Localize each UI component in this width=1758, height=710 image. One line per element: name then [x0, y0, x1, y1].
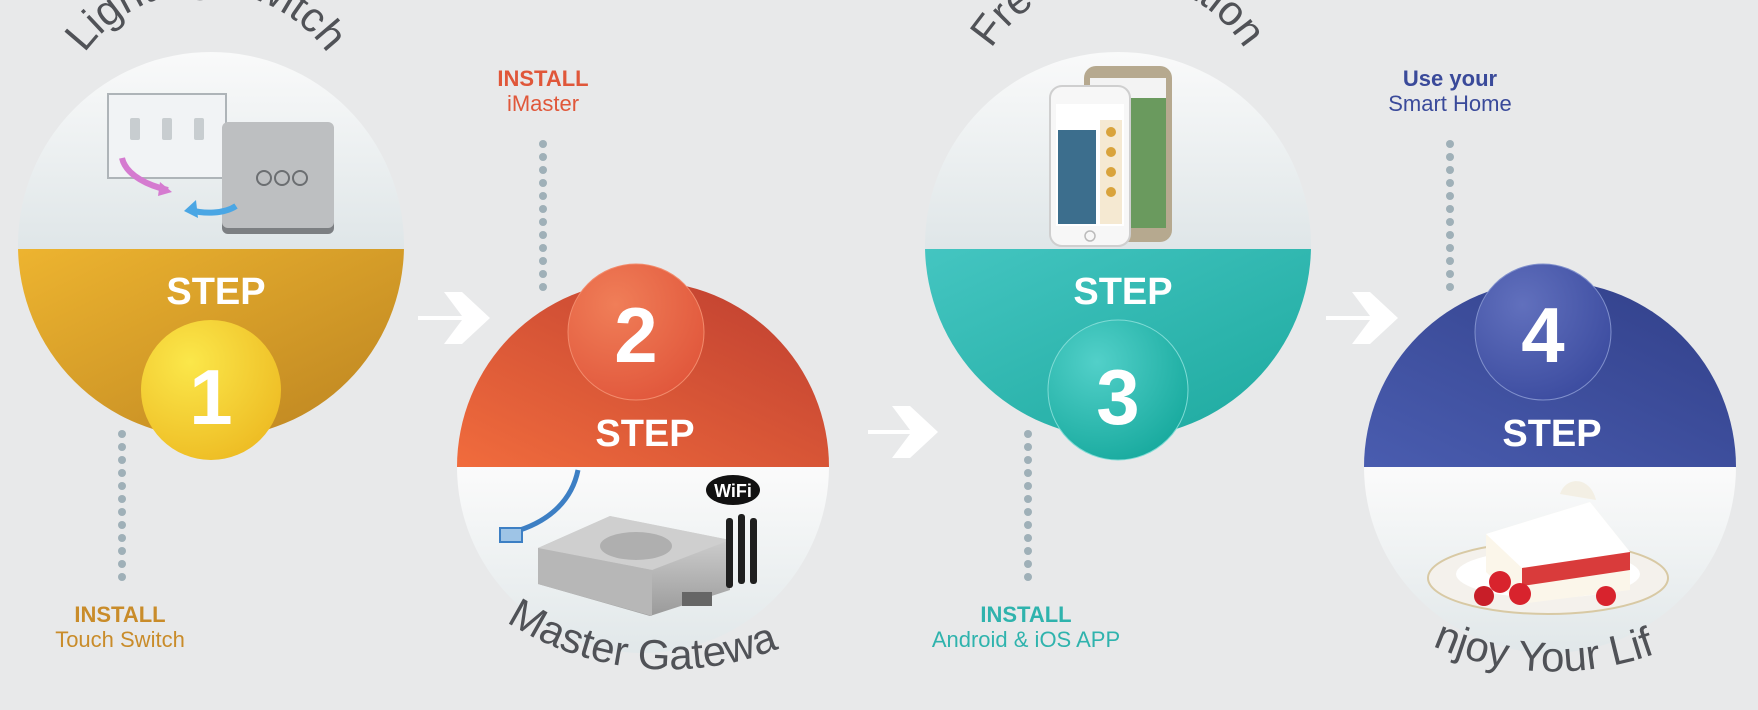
wifi-badge: WiFi — [706, 475, 760, 505]
step-3-caption-text: Android & iOS APP — [932, 627, 1120, 652]
step-4-caption-title: Use your — [1403, 66, 1498, 91]
step-1-number-badge — [141, 320, 281, 460]
arrow-right-icon — [868, 406, 938, 458]
cake-slice-icon — [1427, 481, 1669, 615]
step-1: STEP 1 Lighting Switch INSTALL Touch Swi… — [18, 0, 404, 652]
gateway-router-icon — [499, 469, 757, 616]
step-3: STEP 3 Free Application INSTALL Android … — [925, 0, 1311, 652]
step-4-caption-text: Smart Home — [1388, 91, 1511, 116]
step-4-number: 4 — [1521, 291, 1564, 379]
step-3-connector-dots — [1024, 430, 1032, 581]
smartphone-app-icon — [1049, 66, 1172, 247]
step-3-arc-label: Free Application — [961, 0, 1276, 54]
wifi-badge-text: WiFi — [714, 481, 752, 501]
step-2-connector-dots — [539, 140, 547, 291]
step-3-number-badge — [1047, 319, 1189, 461]
step-1-arc-label: Lighting Switch — [55, 0, 356, 59]
step-3-number: 3 — [1096, 353, 1139, 441]
light-switch-panel-icon — [107, 93, 334, 234]
step-2-word: STEP — [595, 413, 694, 455]
step-2-caption-text: iMaster — [507, 91, 579, 116]
step-1-caption-text: Touch Switch — [55, 627, 185, 652]
step-4-number-badge — [1474, 263, 1612, 401]
step-3-word: STEP — [1073, 271, 1172, 313]
step-2-caption-title: INSTALL — [497, 66, 588, 91]
step-2-number: 2 — [614, 291, 657, 379]
step-1-connector-dots — [118, 430, 126, 581]
step-3-caption-title: INSTALL — [980, 602, 1071, 627]
arrow-right-icon — [1326, 292, 1398, 344]
step-1-number: 1 — [189, 353, 232, 441]
step-4-word: STEP — [1502, 413, 1601, 455]
step-4-connector-dots — [1446, 140, 1454, 291]
step-1-word: STEP — [166, 271, 265, 313]
step-2-number-badge — [567, 263, 705, 401]
step-1-caption-title: INSTALL — [74, 602, 165, 627]
arrow-right-icon — [418, 292, 490, 344]
